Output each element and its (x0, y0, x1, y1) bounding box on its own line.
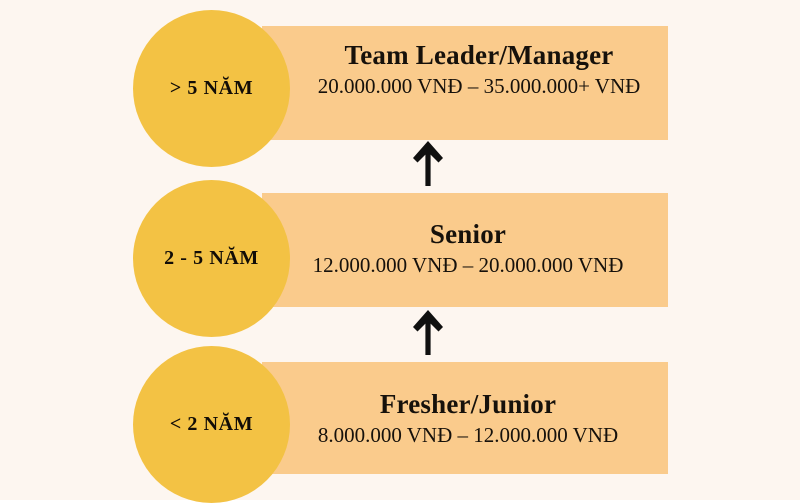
arrow-up-icon (410, 139, 446, 187)
experience-circle-over-5-years: > 5 NĂM (133, 10, 290, 167)
level-text-block: Senior 12.000.000 VNĐ – 20.000.000 VNĐ (262, 219, 668, 278)
role-title: Fresher/Junior (379, 389, 557, 419)
salary-range: 12.000.000 VNĐ – 20.000.000 VNĐ (312, 253, 624, 278)
level-bar-team-leader-manager: Team Leader/Manager 20.000.000 VNĐ – 35.… (262, 26, 668, 140)
level-text-block: Team Leader/Manager 20.000.000 VNĐ – 35.… (262, 40, 668, 99)
experience-label: < 2 NĂM (169, 413, 254, 435)
level-text-block: Fresher/Junior 8.000.000 VNĐ – 12.000.00… (262, 389, 668, 448)
experience-label: > 5 NĂM (169, 77, 254, 99)
role-title: Senior (429, 219, 507, 249)
experience-label: 2 - 5 NĂM (164, 247, 259, 269)
level-bar-senior: Senior 12.000.000 VNĐ – 20.000.000 VNĐ (262, 193, 668, 307)
arrow-up-icon (410, 308, 446, 356)
level-bar-fresher-junior: Fresher/Junior 8.000.000 VNĐ – 12.000.00… (262, 362, 668, 474)
experience-circle-2-to-5-years: 2 - 5 NĂM (133, 180, 290, 337)
role-title: Team Leader/Manager (344, 40, 614, 70)
experience-circle-under-2-years: < 2 NĂM (133, 346, 290, 503)
salary-range: 20.000.000 VNĐ – 35.000.000+ VNĐ (317, 74, 641, 99)
salary-range: 8.000.000 VNĐ – 12.000.000 VNĐ (317, 423, 619, 448)
